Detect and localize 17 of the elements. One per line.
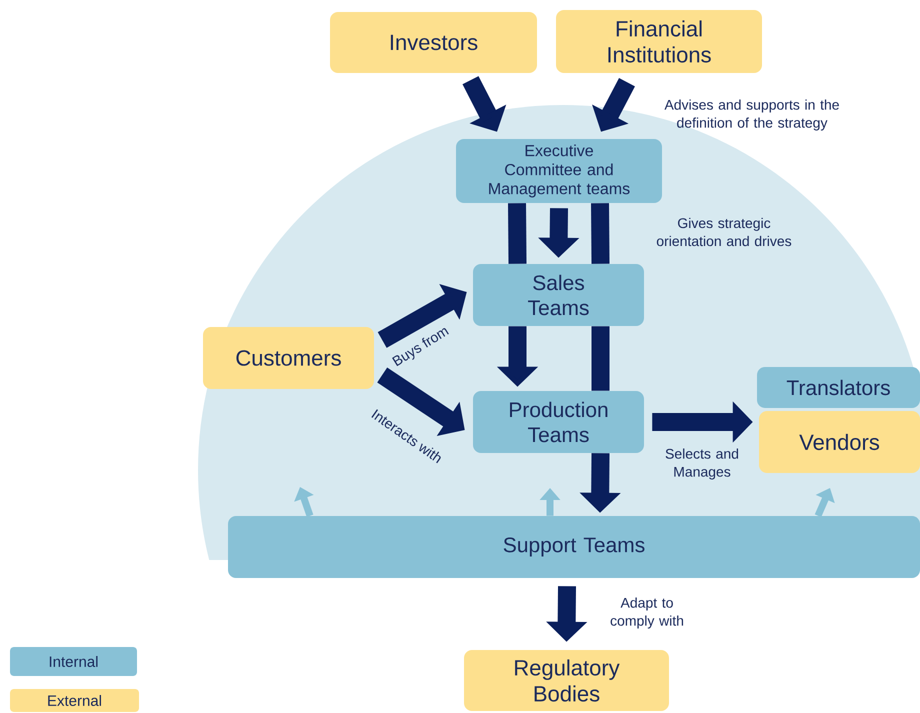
edge-label: Advises and supports in the definition of the strategy bbox=[664, 99, 839, 131]
edge-label: Buys from bbox=[392, 328, 449, 366]
process-box: Translators bbox=[757, 367, 920, 408]
process-box: Sales Teams bbox=[473, 264, 644, 326]
edge-label: Gives strategic orientation and drives bbox=[656, 218, 792, 246]
stakeholder-box: Vendors bbox=[759, 411, 920, 473]
edge-label: Selects and Manages bbox=[666, 448, 738, 480]
process-box: Executive Committee and Management teams bbox=[456, 139, 662, 203]
stakeholder-box: Customers bbox=[203, 327, 374, 389]
process-bar: Support Teams bbox=[228, 516, 920, 578]
legend-label: Internal bbox=[50, 656, 98, 667]
process-box: Production Teams bbox=[473, 391, 644, 453]
stakeholder-box: Financial Institutions bbox=[556, 10, 762, 73]
edge-label: Adapt to comply with bbox=[610, 597, 684, 629]
stakeholder-box: Regulatory Bodies bbox=[464, 650, 669, 711]
legend-label: External bbox=[48, 695, 101, 706]
stakeholder-box: Investors bbox=[330, 12, 537, 73]
